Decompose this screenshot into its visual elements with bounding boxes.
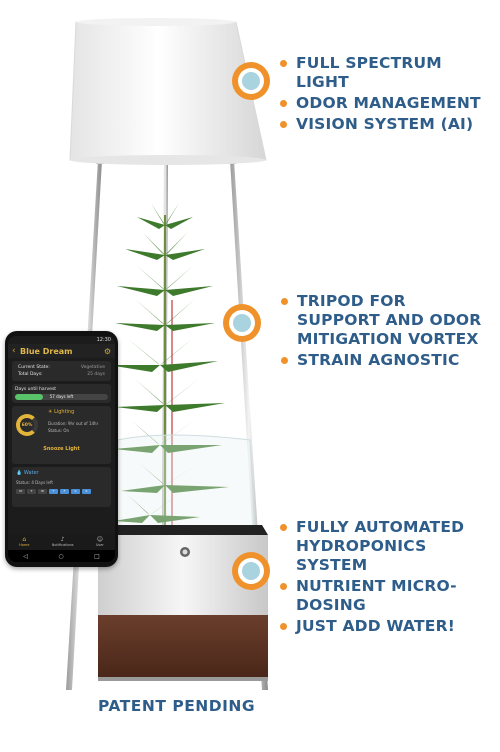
feature-label: Nutrient Micro-Dosing — [296, 577, 457, 614]
clear-dome — [114, 434, 256, 531]
plant-summary-card: Current State: Vegetative Total Days: 25 d… — [12, 361, 111, 381]
status-bar: 12:30 — [96, 337, 111, 343]
callout-marker-icon — [232, 62, 270, 100]
day-chip[interactable]: T — [27, 489, 36, 494]
water-status: Status: 4 Days left — [16, 480, 53, 485]
total-days-label: Total Days: — [18, 372, 43, 377]
water-header: 💧 Water — [16, 470, 39, 476]
app-header: ‹ Blue Dream ⚙ — [8, 344, 115, 358]
water-drop-icon: 💧 — [16, 470, 23, 476]
total-days-row: Total Days: 25 days — [13, 371, 110, 378]
user-icon: ☺ — [96, 536, 103, 543]
water-card: 💧 Water Status: 4 Days left M T W T F S … — [12, 467, 111, 507]
feature-item: Just Add Water! — [278, 617, 493, 636]
patent-pending-label: Patent Pending — [98, 697, 256, 715]
tab-label: User — [95, 543, 104, 547]
phone-mockup: 12:30 ‹ Blue Dream ⚙ Current State: Veget… — [5, 331, 118, 567]
bell-icon: ♪ — [60, 536, 65, 543]
day-chip[interactable]: S — [82, 489, 91, 494]
feature-label: Full Spectrum Light — [296, 54, 442, 91]
feature-callout-light: Full Spectrum Light Odor Management Visi… — [232, 54, 500, 134]
lighting-percent: 60% — [21, 423, 33, 428]
tab-user[interactable]: ☺User — [95, 536, 104, 548]
feature-item: Tripod for Support and Odor Mitigation V… — [279, 292, 484, 349]
lighting-gauge: 60% — [16, 414, 38, 436]
day-chip[interactable]: M — [16, 489, 25, 494]
feature-label: Just Add Water! — [296, 617, 455, 635]
callout-marker-icon — [232, 552, 270, 590]
feature-item: Vision System (AI) — [278, 115, 500, 134]
wood-plinth — [98, 615, 268, 677]
app-screen: 12:30 ‹ Blue Dream ⚙ Current State: Veget… — [8, 336, 115, 562]
day-chip[interactable]: W — [38, 489, 47, 494]
hydroponic-base — [98, 525, 268, 681]
tab-home[interactable]: ⌂Home — [19, 536, 30, 548]
feature-item: Full Spectrum Light — [278, 54, 500, 92]
feature-callout-hydroponics: Fully Automated Hydroponics System Nutri… — [232, 518, 493, 636]
lighting-header: ☀ Lighting — [48, 409, 74, 415]
snooze-light-button[interactable]: Snooze Light — [43, 446, 80, 452]
back-arrow-icon[interactable]: ‹ — [12, 346, 16, 356]
feature-label: Odor Management — [296, 94, 481, 112]
feature-item: Nutrient Micro-Dosing — [278, 577, 493, 615]
current-state-row: Current State: Vegetative — [13, 364, 110, 371]
harvest-label: Days until harvest — [15, 387, 57, 392]
feature-label: Tripod for Support and Odor Mitigation V… — [297, 292, 482, 348]
home-nav-icon[interactable]: ○ — [58, 552, 64, 560]
day-chip[interactable]: T — [49, 489, 58, 494]
feature-label: Vision System (AI) — [296, 115, 474, 133]
tab-label: Home — [19, 543, 30, 547]
feature-item: Odor Management — [278, 94, 500, 113]
lighting-label: Lighting — [54, 409, 75, 415]
tab-label: Notifications — [51, 543, 74, 547]
water-label: Water — [23, 470, 39, 476]
gear-icon[interactable]: ⚙ — [103, 346, 111, 356]
tab-bar: ⌂Home ♪Notifications ☺User — [8, 534, 115, 550]
callout-marker-icon — [223, 304, 261, 342]
lighting-status: Status: On — [48, 428, 70, 433]
feature-callout-tripod: Tripod for Support and Odor Mitigation V… — [223, 292, 484, 370]
feature-item: Strain Agnostic — [279, 351, 484, 370]
lighting-duration: Duration: 9hr out of 14hr — [48, 421, 99, 426]
day-chip[interactable]: S — [71, 489, 80, 494]
recents-nav-icon[interactable]: □ — [94, 552, 100, 560]
cannabis-plant — [108, 203, 229, 530]
feature-item: Fully Automated Hydroponics System — [278, 518, 493, 575]
harvest-value: 57 days left — [49, 394, 74, 399]
app-title: Blue Dream — [20, 346, 73, 356]
tab-notifications[interactable]: ♪Notifications — [51, 536, 74, 548]
harvest-progress-fill — [15, 394, 43, 400]
day-chip[interactable]: F — [60, 489, 69, 494]
sun-icon: ☀ — [48, 409, 53, 415]
back-nav-icon[interactable]: ◁ — [23, 552, 28, 560]
current-state-label: Current State: — [18, 365, 50, 370]
current-state-value: Vegetative — [80, 365, 105, 370]
home-icon: ⌂ — [22, 536, 27, 543]
lighting-card: 60% ☀ Lighting Duration: 9hr out of 14hr… — [12, 406, 111, 464]
feature-label: Fully Automated Hydroponics System — [296, 518, 465, 574]
harvest-progress-bar: 57 days left — [15, 394, 108, 400]
harvest-card: Days until harvest 57 days left — [12, 384, 111, 403]
android-nav-bar: ◁ ○ □ — [8, 550, 115, 562]
feature-label: Strain Agnostic — [297, 351, 460, 369]
total-days-value: 25 days — [87, 372, 105, 377]
water-schedule: M T W T F S S — [16, 489, 91, 494]
